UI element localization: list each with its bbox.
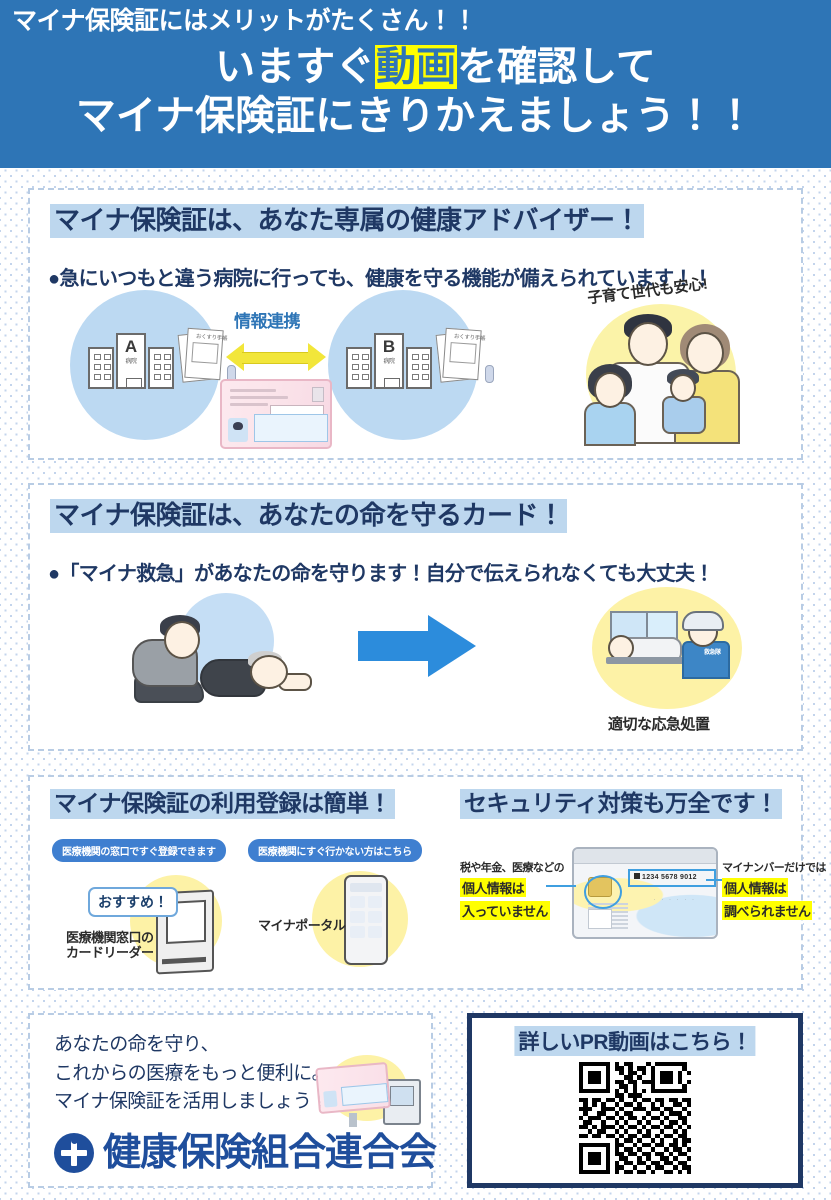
hospital-a-icon: A 病院 (88, 333, 174, 389)
hospital-a-letter: A (124, 337, 138, 356)
hospital-b-icon: B 病院 (346, 333, 432, 389)
section-3-heading-registration: マイナ保険証の利用登録は簡単！ (50, 789, 396, 820)
security-note-left: 税や年金、医療などの 個人情報は 入っていません (460, 859, 590, 921)
helper-figure (124, 615, 228, 703)
footer-panel: あなたの命を守り、 これからの医療をもっと便利に。 マイナ保険証を活用しましょう… (28, 1013, 437, 1188)
poster-header: マイナ保険証にはメリットがたくさん！！ いますぐ動画を確認して マイナ保険証にき… (0, 0, 831, 168)
process-arrow-icon (358, 615, 476, 677)
hospital-a-label: 病院 (125, 359, 137, 365)
footer-message-line1: あなたの命を守り、 (54, 1034, 219, 1055)
information-link-label: 情報連携 (234, 312, 301, 331)
registration-pill-portal: 医療機関にすぐ行かない方はこちら (248, 839, 422, 862)
leader-line-left (546, 885, 576, 887)
qr-code-image[interactable] (579, 1062, 691, 1174)
section-2-subheading: ●「マイナ救急」があなたの命を守ります！自分で伝えられなくても大丈夫！ (48, 563, 714, 585)
card-reader-label-line2: カードリーダー (66, 944, 154, 960)
portal-illustration: マイナポータル (248, 865, 438, 975)
section-3-panel: マイナ保険証の利用登録は簡単！ セキュリティ対策も万全です！ 医療機関の窓口です… (28, 775, 826, 990)
my-number-card-icon (220, 379, 332, 449)
section-1-panel: マイナ保険証は、あなた専属の健康アドバイザー！ ●急にいつもと違う病院に行っても… (28, 188, 803, 460)
security-note-left-line3: 入っていません (460, 901, 550, 920)
header-title-line2: マイナ保険証にきりかえましょう！！ (75, 94, 756, 139)
card-reader-label-line1: 医療機関窓口の (66, 930, 154, 945)
qr-panel[interactable]: 詳しいPR動画はこちら！ (467, 1013, 803, 1188)
card-reader-illustration: おすすめ！ 医療機関窓口の カードリーダー (52, 865, 242, 975)
ambulance-illustration: 救急隊 適切な応急処置 (568, 585, 768, 743)
organization-logo: 健康保険組合連合会 (54, 1132, 437, 1174)
header-main-title: いますぐ動画を確認して マイナ保険証にきりかえましょう！！ (0, 43, 831, 141)
footer-card-illustration (313, 1051, 421, 1127)
security-note-left-line1: 税や年金、医療などの (460, 862, 565, 874)
footer-message-line3: マイナ保険証を活用しましょう！ (54, 1091, 330, 1112)
header-title-pre: いますぐ (215, 45, 376, 90)
section-2-panel: マイナ保険証は、あなたの命を守るカード！ ●「マイナ救急」があなたの命を守ります… (28, 483, 803, 751)
security-note-right-line1: マイナンバーだけでは (722, 862, 826, 874)
section-2-heading: マイナ保険証は、あなたの命を守るカード！ (50, 499, 568, 533)
header-kicker: マイナ保険証にはメリットがたくさん！！ (12, 7, 478, 35)
section-1-heading: マイナ保険証は、あなた専属の健康アドバイザー！ (50, 204, 644, 238)
ambulance-caption: 適切な応急処置 (608, 716, 710, 733)
recommend-badge: おすすめ！ (88, 887, 178, 917)
security-note-right-line2: 個人情報は (722, 878, 789, 897)
number-highlight-ring (628, 869, 716, 887)
family-illustration: 子育て世代も安心! (550, 276, 780, 448)
section-1-subheading: ●急にいつもと違う病院に行っても、健康を守る機能が備えられています！！ (48, 268, 713, 290)
security-note-left-line2: 個人情報は (460, 878, 527, 897)
hospital-b-letter: B (382, 337, 396, 356)
security-note-right-line3: 調べられません (722, 901, 813, 920)
portal-label: マイナポータル (258, 918, 346, 933)
health-cross-icon (54, 1133, 94, 1173)
qr-panel-title: 詳しいPR動画はこちら！ (514, 1026, 756, 1056)
section-2-illustration: 救急隊 適切な応急処置 (48, 585, 788, 743)
chip-highlight-ring (584, 875, 622, 909)
footer-message-line2: これからの医療をもっと便利に。 (54, 1062, 331, 1084)
smartphone-icon (344, 875, 388, 965)
section-1-illustration: A 病院 おくすり手帳 情報連携 B (48, 285, 788, 450)
card-number-text: 1234 5678 9012 (634, 873, 697, 881)
medicine-notebook-b-icon: おくすり手帳 (435, 327, 494, 387)
footer-message: あなたの命を守り、 これからの医療をもっと便利に。 マイナ保険証を活用しましょう… (54, 1031, 331, 1117)
registration-pill-window: 医療機関の窓口ですぐ登録できます (52, 839, 226, 862)
paramedic-figure: 救急隊 (680, 611, 730, 679)
header-title-line1: いますぐ動画を確認して (0, 43, 831, 92)
emt-uniform-text: 救急隊 (704, 650, 721, 656)
security-illustration: 1234 5678 9012 · · · · · · 税や年金、医療などの 個人… (460, 825, 826, 975)
leader-line-right (706, 879, 734, 881)
hospital-b-label: 病院 (383, 359, 395, 365)
section-3-heading-security: セキュリティ対策も万全です！ (460, 789, 782, 820)
footer-card-icon (315, 1061, 391, 1115)
collapsed-person-figure (200, 651, 312, 699)
double-arrow-icon (226, 343, 326, 371)
security-note-right: マイナンバーだけでは 個人情報は 調べられません (722, 859, 831, 921)
header-title-post: を確認して (457, 45, 656, 90)
organization-name: 健康保険組合連合会 (103, 1132, 437, 1174)
header-title-highlight: 動画 (375, 45, 458, 90)
card-reader-label: 医療機関窓口の カードリーダー (66, 930, 154, 961)
